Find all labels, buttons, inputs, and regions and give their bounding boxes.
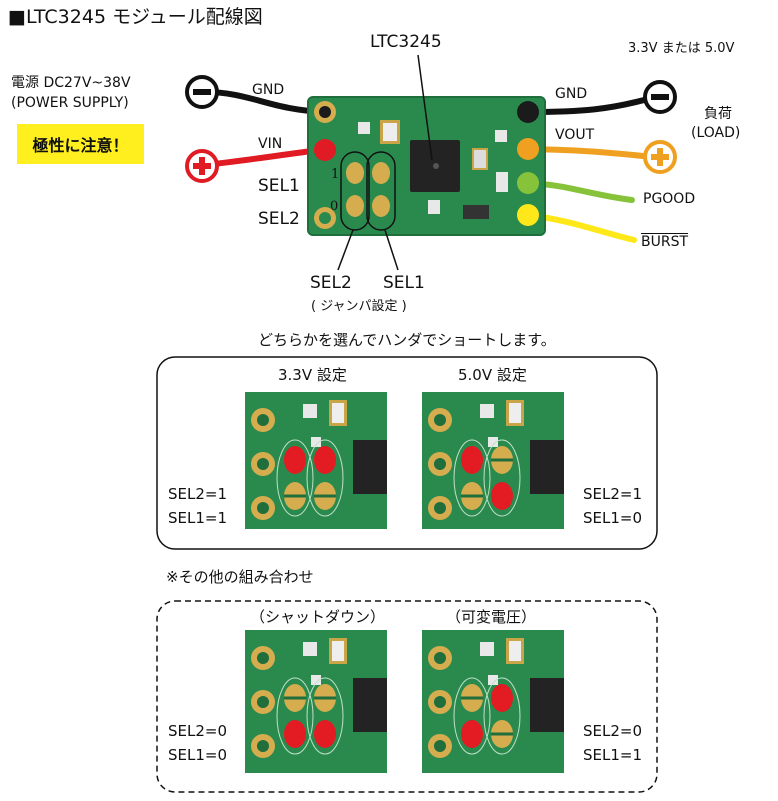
other-title-variable: （可変電圧）	[446, 608, 537, 626]
settings-frame	[156, 356, 658, 550]
instruction-text: どちらかを選んでハンダでショートします。	[258, 331, 556, 349]
bottom-sel2-label: SEL2	[310, 273, 352, 293]
other-combinations-title: ※その他の組み合わせ	[166, 568, 314, 586]
vout-label: VOUT	[555, 127, 595, 143]
other-shutdown-sel1: SEL1=0	[168, 746, 228, 764]
vout-wire	[525, 146, 658, 160]
vin-label: VIN	[258, 136, 283, 152]
minus-terminal-icon-right	[643, 80, 677, 114]
other-variable-sel1: SEL1=1	[583, 746, 643, 764]
polarity-warning: 極性に注意！	[17, 124, 144, 164]
chip-label: LTC3245	[370, 32, 442, 52]
load-label-en: (LOAD)	[691, 125, 741, 141]
power-label: 電源 DC27V~38V	[11, 75, 131, 91]
setting-title-3v3: 3.3V 設定	[278, 366, 347, 384]
board-5v0	[422, 392, 564, 529]
main-pcb	[307, 96, 546, 236]
minus-terminal-icon-left	[185, 75, 219, 109]
setting-3v3-sel2: SEL2=1	[168, 485, 228, 503]
setting-title-5v0: 5.0V 設定	[458, 366, 527, 384]
pgood-label: PGOOD	[643, 191, 696, 207]
board-shutdown	[245, 630, 387, 773]
others-frame	[156, 600, 658, 793]
sel1-label: SEL1	[258, 176, 300, 196]
setting-5v0-sel1: SEL1=0	[583, 509, 643, 527]
board-variable	[422, 630, 564, 773]
board-3v3	[245, 392, 387, 529]
other-shutdown-sel2: SEL2=0	[168, 722, 228, 740]
bottom-sel1-label: SEL1	[383, 273, 425, 293]
plus-terminal-icon-right	[643, 140, 677, 174]
other-variable-sel2: SEL2=0	[583, 722, 643, 740]
output-voltage-note: 3.3V または 5.0V	[628, 41, 735, 56]
setting-5v0-sel2: SEL2=1	[583, 485, 643, 503]
gnd-label-right: GND	[555, 86, 588, 102]
jumper-note: ( ジャンパ設定 )	[311, 299, 407, 314]
gnd-wire-right	[525, 94, 658, 115]
vin-wire	[202, 147, 323, 168]
power-label-en: (POWER SUPPLY)	[11, 95, 129, 111]
sel2-label: SEL2	[258, 209, 300, 229]
gnd-label-left: GND	[252, 82, 285, 98]
mark-1: 1	[331, 167, 340, 182]
page-title: ■LTC3245 モジュール配線図	[8, 6, 263, 28]
burst-label: BURST	[641, 234, 689, 250]
mark-0: 0	[330, 199, 339, 214]
load-label: 負荷	[704, 106, 732, 122]
other-title-shutdown: （シャットダウン）	[250, 608, 386, 626]
plus-terminal-icon-left	[185, 149, 219, 183]
setting-3v3-sel1: SEL1=1	[168, 509, 228, 527]
